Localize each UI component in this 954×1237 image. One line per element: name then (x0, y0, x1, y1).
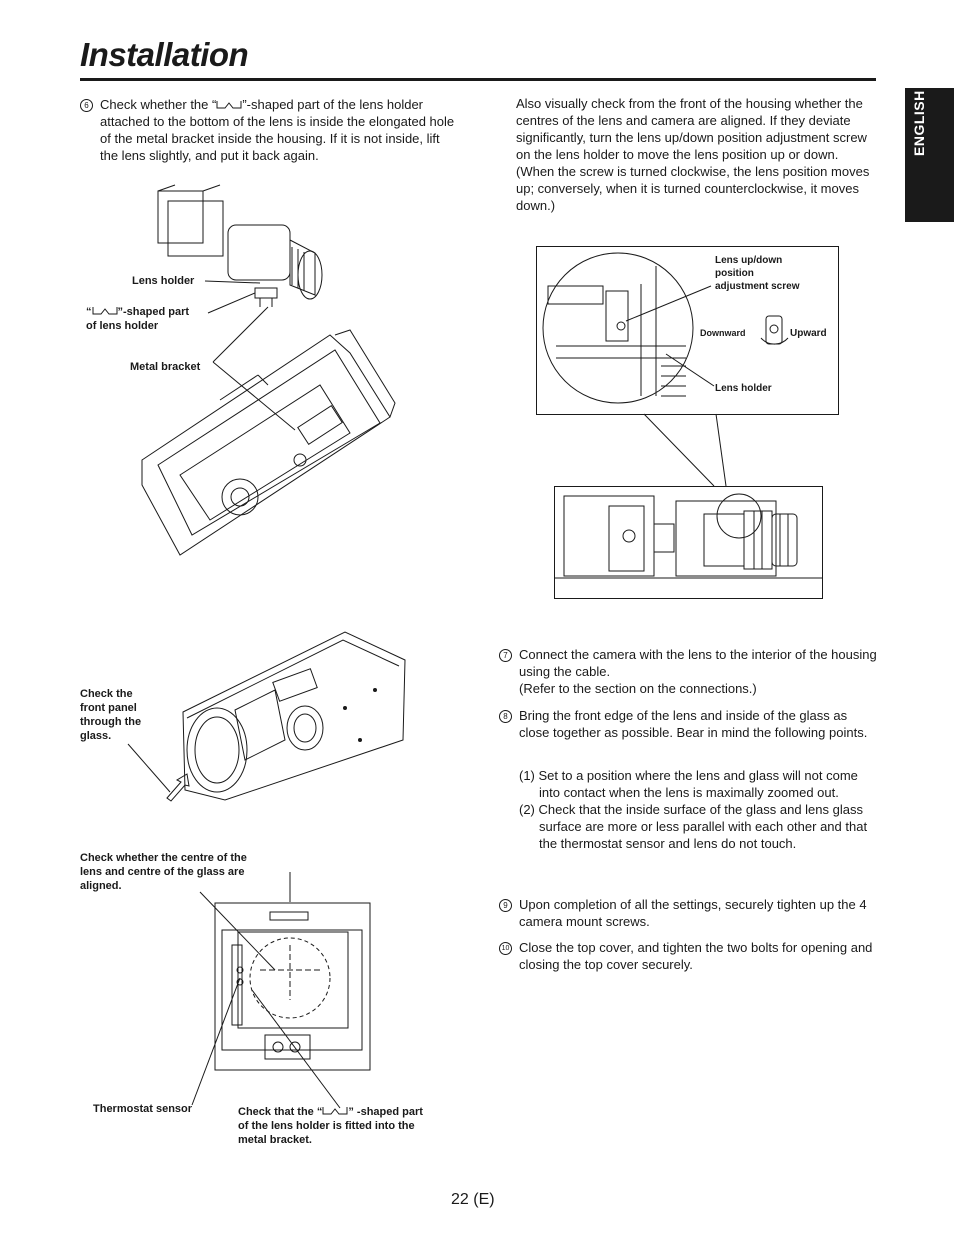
title-rule (80, 78, 876, 81)
step-6-text-after: ”-shaped part of the lens holder attache… (100, 97, 455, 163)
lens-holder-label: Lens holder (132, 275, 195, 287)
shaped-part-label-close: ”-shaped part (117, 306, 190, 318)
shaped-part-label-line2: of lens holder (86, 320, 159, 332)
step-8-marker: 8 (499, 710, 512, 723)
page-title: Installation (80, 36, 249, 73)
step-6: 6 Check whether the “”-shaped part of th… (80, 96, 460, 164)
lens-holder-housing-figure (141, 184, 396, 556)
front-panel-label: Check the front panel through the glass. (80, 688, 142, 742)
centre-check-label: Check whether the centre of the lens and… (80, 852, 247, 892)
upward-label: Upward (790, 328, 827, 339)
step-7: 7 Connect the camera with the lens to th… (499, 646, 877, 697)
language-tab-label: ENGLISH (911, 90, 927, 156)
housing-front-view-figure (214, 872, 371, 1071)
fitted-label-close: ” -shaped part (348, 1106, 423, 1118)
fitted-label-rest: of the lens holder is fitted into the me… (238, 1120, 415, 1146)
thermostat-label: Thermostat sensor (93, 1103, 193, 1115)
page-number: 22 (E) (451, 1191, 495, 1208)
adjust-screw-label: Lens up/down position adjustment screw (715, 255, 800, 292)
step-9-marker: 9 (499, 899, 512, 912)
shaped-part-label-open: “ (86, 306, 92, 318)
step-8: 8 Bring the front edge of the lens and i… (499, 707, 877, 741)
fitted-label-open: Check that the “ (238, 1106, 323, 1118)
lens-holder-detail-label: Lens holder (715, 383, 772, 394)
fitted-label: Check that the “ ” -shaped part of the le… (238, 1105, 478, 1147)
u-shape-icon (216, 101, 242, 109)
step-8-text: Bring the front edge of the lens and ins… (519, 708, 868, 740)
housing-top-view-figure (554, 486, 823, 599)
step-9-text: Upon completion of all the settings, sec… (519, 897, 867, 929)
step-10-marker: 10 (499, 942, 512, 955)
adjustment-screw-detail-figure (536, 246, 839, 487)
u-shape-icon (92, 307, 117, 315)
point-list: (1) Set to a position where the lens and… (519, 767, 877, 852)
step-9: 9 Upon completion of all the settings, s… (499, 896, 877, 930)
front-panel-glass-figure (166, 631, 406, 802)
front-panel-leader (127, 743, 171, 793)
metal-bracket-label: Metal bracket (130, 361, 201, 373)
step-10: 10 Close the top cover, and tighten the … (499, 939, 877, 973)
step-10-text: Close the top cover, and tighten the two… (519, 940, 873, 972)
point-2: (2) Check that the inside surface of the… (519, 802, 868, 851)
step-7-text: Connect the camera with the lens to the … (519, 647, 877, 679)
point-1: (1) Set to a position where the lens and… (519, 768, 858, 800)
front-view-leaders (191, 891, 341, 1109)
step-6-marker: 6 (80, 99, 93, 112)
u-shape-icon (322, 1107, 348, 1115)
intro-paragraph: Also visually check from the front of th… (516, 96, 870, 213)
language-tab: ENGLISH (905, 88, 954, 222)
shaped-part-label: “ ”-shaped part of lens holder (86, 305, 246, 333)
downward-label: Downward (700, 328, 746, 338)
step-7-marker: 7 (499, 649, 512, 662)
step-6-text-before: Check whether the “ (100, 97, 217, 112)
step-7-note: (Refer to the section on the connections… (519, 681, 757, 696)
